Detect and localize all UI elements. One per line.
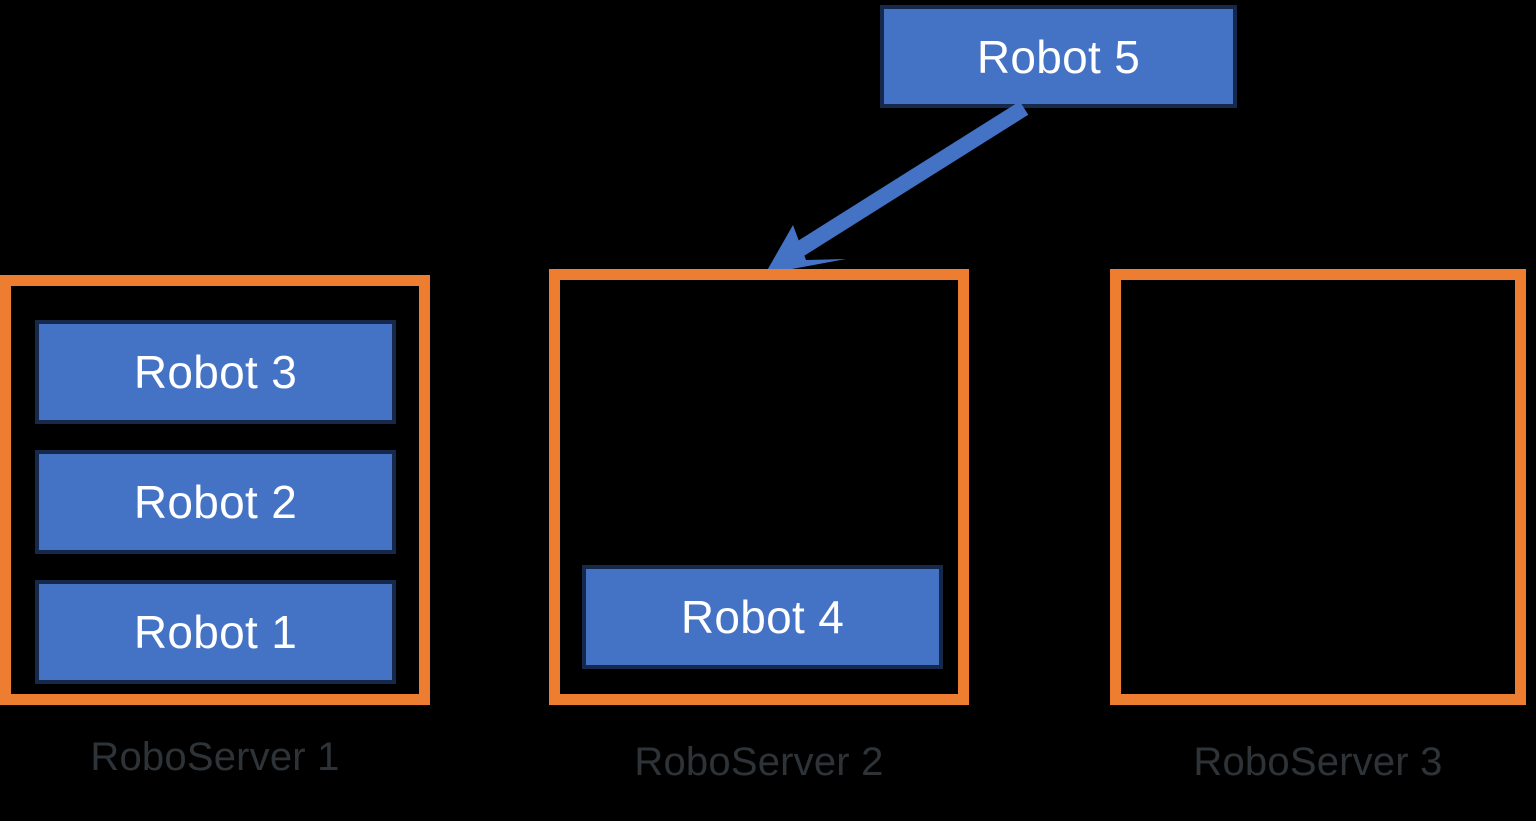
server-box-roboserver-2[interactable]: Robot 4 [549,269,969,705]
server-slot-area-2: Robot 4 [560,280,958,694]
server-label-roboserver-3: RoboServer 3 [1193,740,1443,784]
server-box-roboserver-3[interactable] [1110,269,1526,705]
robot-chip-label: Robot 1 [133,606,298,658]
robot-chip-robot-2[interactable]: Robot 2 [35,450,396,554]
robot-chip-label: Robot 3 [133,346,298,398]
arrow-head-icon [765,225,846,274]
robot-chip-robot-4[interactable]: Robot 4 [582,565,943,669]
arrow-shaft-and-head [765,101,1029,274]
robot-chip-label: Robot 5 [976,30,1141,83]
server-box-roboserver-1[interactable]: Robot 3 Robot 2 Robot 1 [0,275,430,705]
robot-chip-robot-1[interactable]: Robot 1 [35,580,396,684]
server-label-roboserver-1: RoboServer 1 [90,735,340,779]
server-slot-area-1: Robot 3 Robot 2 Robot 1 [11,286,419,694]
robot-chip-label: Robot 2 [133,476,298,528]
robot-chip-label: Robot 4 [680,591,845,643]
server-slot-area-3 [1121,280,1515,694]
robot-chip-robot-5[interactable]: Robot 5 [880,5,1237,108]
arrow-shaft [795,101,1029,256]
robot-chip-robot-3[interactable]: Robot 3 [35,320,396,424]
server-label-roboserver-2: RoboServer 2 [634,740,884,784]
